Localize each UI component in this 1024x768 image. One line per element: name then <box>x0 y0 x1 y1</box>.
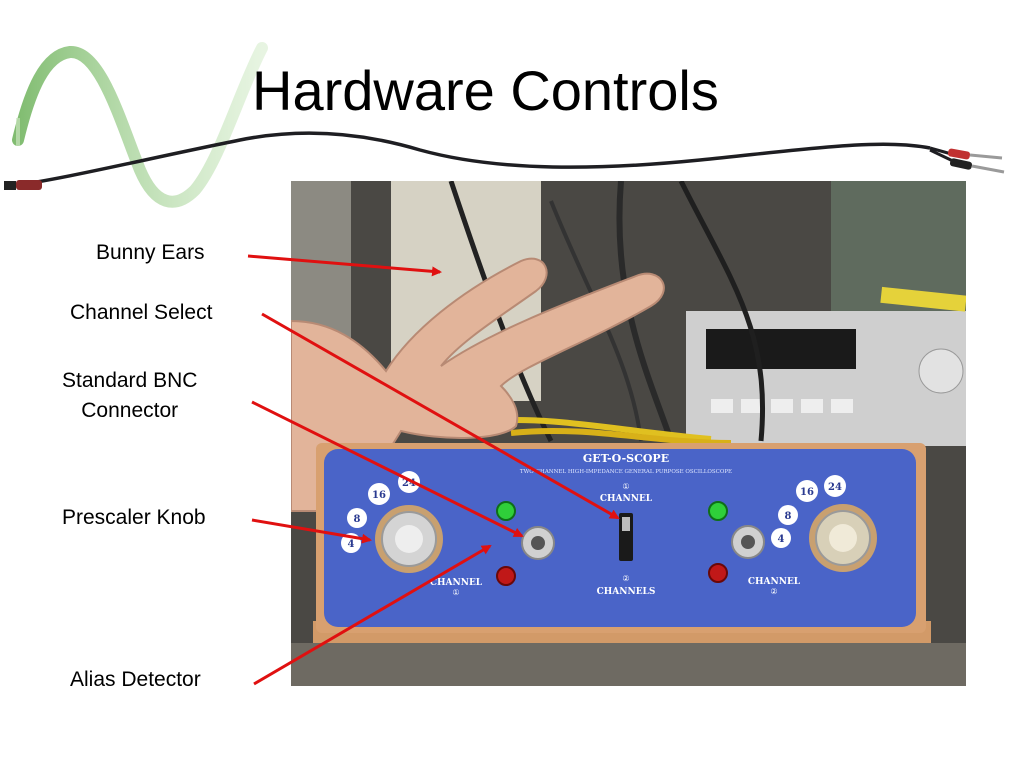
channel-select-num-top: ① <box>622 482 629 491</box>
label-alias-detector: Alias Detector <box>70 668 201 691</box>
prescale-right-16: 16 <box>800 487 814 498</box>
hardware-photo-illustration: GET-O-SCOPE TWO-CHANNEL HIGH-IMPEDANCE G… <box>291 181 966 686</box>
label-prescaler-knob: Prescaler Knob <box>62 506 206 529</box>
hardware-photo: GET-O-SCOPE TWO-CHANNEL HIGH-IMPEDANCE G… <box>291 181 966 686</box>
label-bunny-ears: Bunny Ears <box>96 241 205 264</box>
label-channel-select: Channel Select <box>70 301 213 324</box>
led-green-ch1 <box>496 501 516 521</box>
channel-num-right: ② <box>770 587 777 596</box>
prescale-left-16: 16 <box>372 490 386 501</box>
prescale-left-8: 8 <box>354 514 361 525</box>
channel-select-label-top: CHANNEL <box>600 494 653 504</box>
device-name: GET-O-SCOPE <box>583 452 669 465</box>
prescale-left-24: 24 <box>402 478 416 489</box>
label-bnc-connector: Standard BNC Connector <box>62 366 197 427</box>
prescale-right-4: 4 <box>778 534 785 545</box>
channel-num-left: ① <box>452 588 459 597</box>
device-subtitle: TWO-CHANNEL HIGH-IMPEDANCE GENERAL PURPO… <box>520 469 732 475</box>
label-bnc-line1: Standard BNC <box>62 369 198 392</box>
prescale-right-24: 24 <box>828 482 842 493</box>
channel-select-num-bottom: ② <box>622 574 629 583</box>
prescale-left-4: 4 <box>348 539 355 550</box>
alias-detector-led-ch1 <box>496 566 516 586</box>
channel-label-left: CHANNEL <box>430 578 483 588</box>
slide-title: Hardware Controls <box>252 59 719 122</box>
label-bnc-line2: Connector <box>81 399 179 423</box>
alias-detector-led-ch2 <box>708 563 728 583</box>
channel-label-right: CHANNEL <box>748 577 801 587</box>
prescale-right-8: 8 <box>785 511 792 522</box>
channel-select-label-bottom: CHANNELS <box>597 587 656 597</box>
led-green-ch2 <box>708 501 728 521</box>
